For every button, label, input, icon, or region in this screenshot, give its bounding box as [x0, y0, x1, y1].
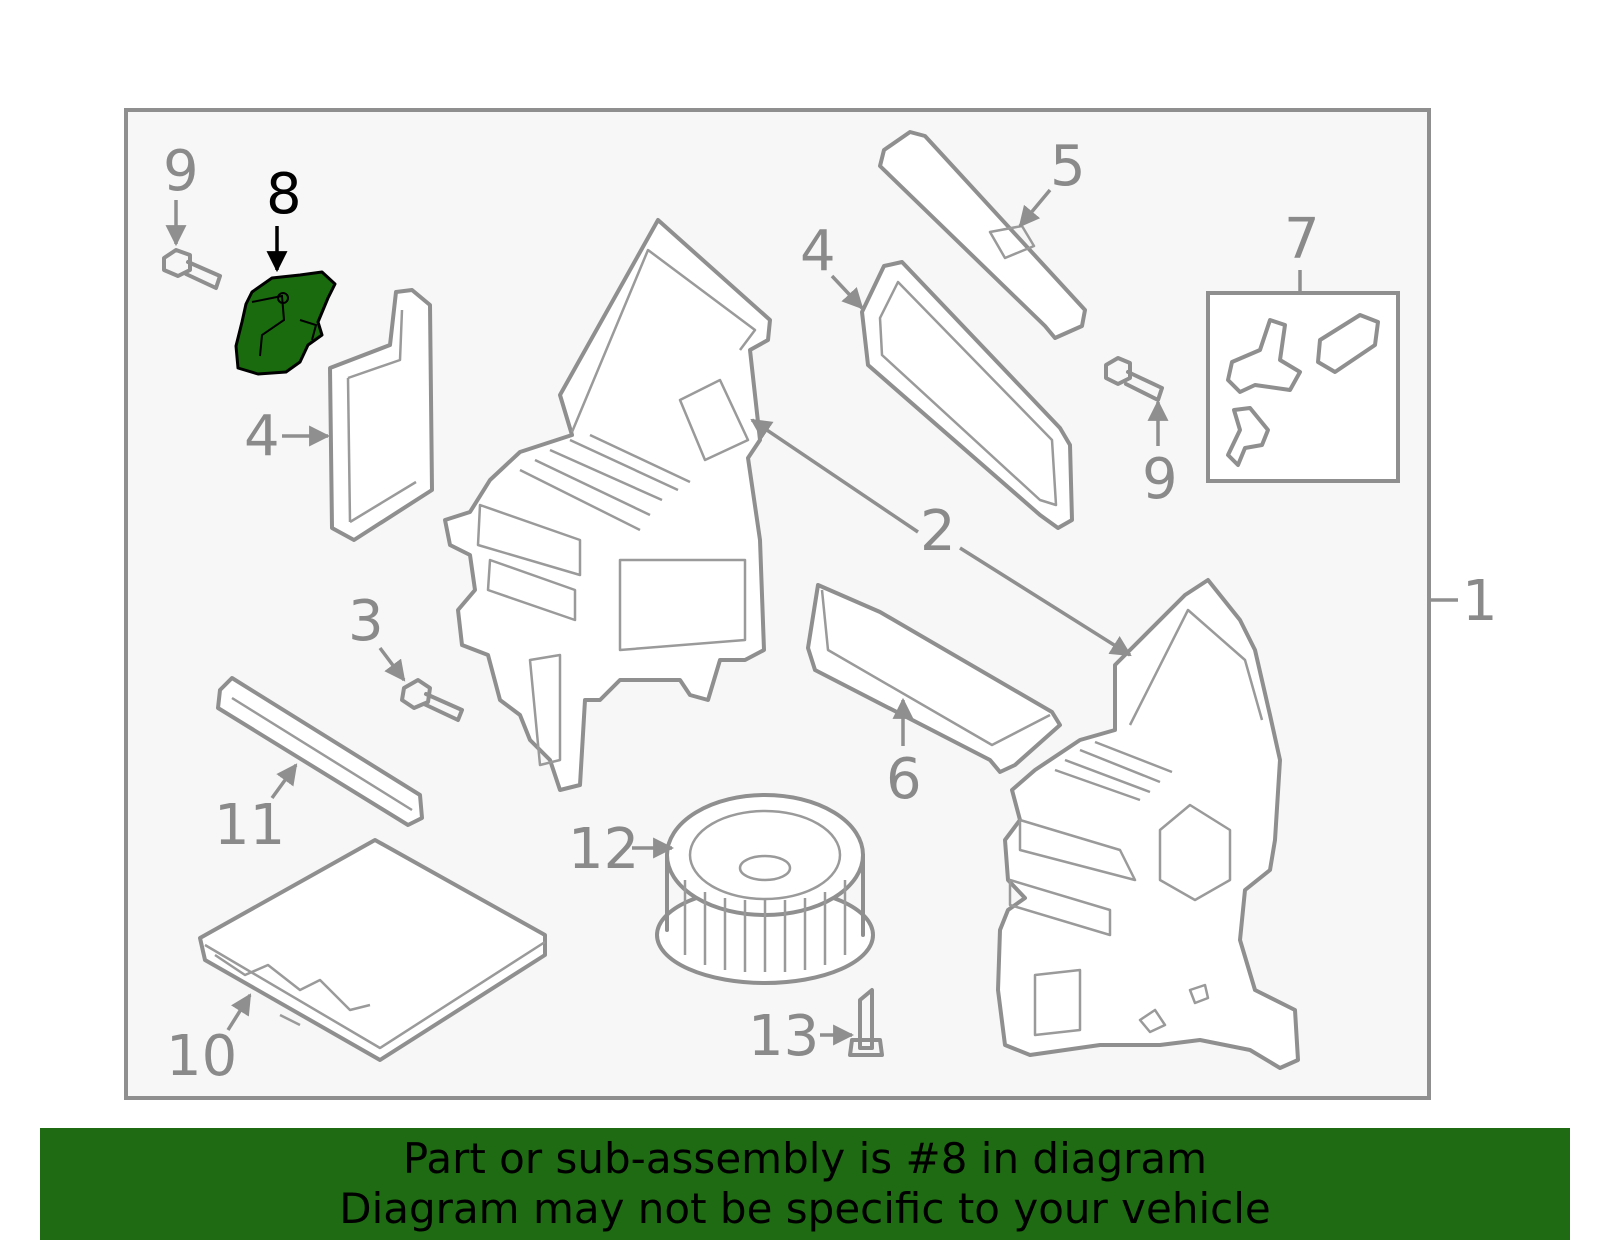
- callout-label-9-left: 9: [163, 139, 199, 204]
- callout-label-12: 12: [568, 817, 639, 882]
- callout-label-4-right: 4: [800, 219, 836, 284]
- part-10-cabin-filter: [198, 838, 547, 1062]
- callout-label-9-right: 9: [1142, 447, 1178, 512]
- callout-label-4-left: 4: [244, 404, 280, 469]
- callout-label-2: 2: [920, 499, 956, 564]
- part-9-bolt-left: [162, 248, 222, 290]
- part-4-door-left: [328, 288, 434, 542]
- callout-label-3: 3: [348, 589, 384, 654]
- callout-label-10: 10: [166, 1024, 237, 1089]
- part-8-actuator-highlighted: [234, 270, 337, 376]
- callout-label-8: 8: [266, 162, 302, 227]
- part-4-door-right: [860, 260, 1074, 530]
- part-11-seal: [216, 676, 424, 827]
- part-13-screw: [848, 988, 884, 1057]
- callout-label-6: 6: [886, 747, 922, 812]
- part-2-heater-case-left: [443, 218, 772, 792]
- part-12-blower-wheel: [655, 793, 875, 985]
- callout-label-13: 13: [748, 1004, 819, 1069]
- part-5-seal-strip: [878, 130, 1087, 340]
- part-6-duct: [806, 583, 1062, 774]
- part-2-blower-housing: [996, 578, 1300, 1070]
- part-9-bolt-right: [1104, 356, 1164, 402]
- banner-line-disclaimer: Diagram may not be specific to your vehi…: [339, 1184, 1271, 1233]
- callout-label-1: 1: [1462, 569, 1498, 634]
- callout-label-5: 5: [1050, 134, 1086, 199]
- callout-label-7: 7: [1284, 207, 1320, 272]
- callout-label-11: 11: [214, 793, 285, 858]
- part-7-inset: [1206, 270, 1400, 483]
- part-3-screw: [400, 678, 464, 722]
- banner-line-part: Part or sub-assembly is #8 in diagram: [402, 1134, 1208, 1183]
- info-banner: Part or sub-assembly is #8 in diagram Di…: [40, 1128, 1570, 1240]
